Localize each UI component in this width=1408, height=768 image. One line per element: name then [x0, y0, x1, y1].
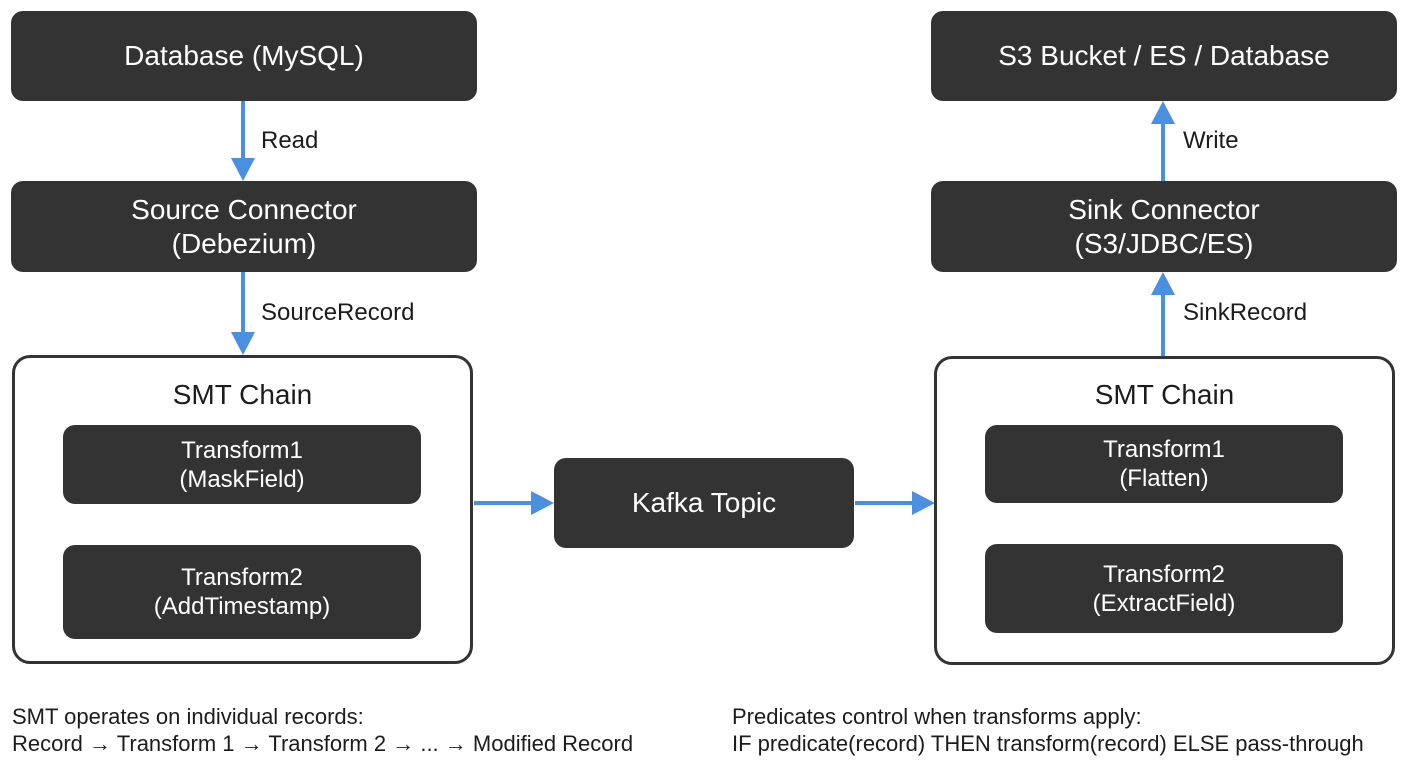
arrow-read: [241, 101, 245, 165]
sink-connector-box: Sink Connector (S3/JDBC/ES): [931, 181, 1397, 272]
sink-connector-detail: (S3/JDBC/ES): [1074, 227, 1254, 259]
left-note-line1: SMT operates on individual records:: [12, 704, 364, 729]
arrow-sink-record-head: [1151, 272, 1175, 295]
destination-box: S3 Bucket / ES / Database: [931, 11, 1397, 101]
arrow-source-record-head: [231, 332, 255, 355]
right-transform2-box: Transform2 (ExtractField): [985, 544, 1343, 633]
arrow-to-kafka-head: [531, 491, 554, 515]
right-transform2-name: Transform2: [1103, 560, 1225, 588]
kafka-topic-box: Kafka Topic: [554, 458, 854, 548]
left-transform1-box: Transform1 (MaskField): [63, 425, 421, 504]
sink-record-label: SinkRecord: [1183, 299, 1308, 326]
arrow-source-record: [241, 272, 245, 340]
source-connector-name: Source Connector: [131, 193, 357, 225]
arrow-from-kafka: [855, 501, 919, 505]
left-transform1-detail: (MaskField): [179, 465, 305, 493]
right-note-line2: IF predicate(record) THEN transform(reco…: [732, 731, 1364, 756]
left-transform1-name: Transform1: [181, 436, 303, 464]
read-label: Read: [261, 127, 319, 154]
right-transform1-detail: (Flatten): [1119, 465, 1209, 492]
arrow-write-head: [1151, 101, 1175, 124]
left-transform2-name: Transform2: [181, 564, 303, 591]
source-record-label: SourceRecord: [261, 299, 415, 326]
left-transform2-box: Transform2 (AddTimestamp): [63, 545, 421, 639]
left-note-line2: Record → Transform 1 → Transform 2 → ...…: [12, 731, 634, 756]
arrow-read-head: [231, 158, 255, 181]
right-smt-chain-title: SMT Chain: [1094, 379, 1235, 410]
write-label: Write: [1183, 127, 1239, 154]
database-box: Database (MySQL): [11, 11, 477, 101]
arrow-sink-record: [1161, 288, 1165, 356]
arrow-write: [1161, 117, 1165, 181]
arrow-from-kafka-head: [912, 491, 935, 515]
arrow-to-kafka: [474, 501, 538, 505]
kafka-topic-label: Kafka Topic: [631, 487, 777, 518]
right-transform1-box: Transform1 (Flatten): [985, 425, 1343, 503]
sink-connector-name: Sink Connector: [1068, 193, 1260, 225]
right-transform1-name: Transform1: [1103, 436, 1225, 463]
destination-label: S3 Bucket / ES / Database: [998, 40, 1330, 71]
right-note-line1: Predicates control when transforms apply…: [732, 704, 1142, 729]
source-connector-detail: (Debezium): [171, 227, 317, 259]
source-connector-box: Source Connector (Debezium): [11, 181, 477, 272]
left-transform2-detail: (AddTimestamp): [153, 593, 331, 620]
database-label: Database (MySQL): [124, 40, 364, 71]
right-transform2-detail: (ExtractField): [1092, 589, 1236, 617]
left-smt-chain-title: SMT Chain: [172, 379, 313, 410]
